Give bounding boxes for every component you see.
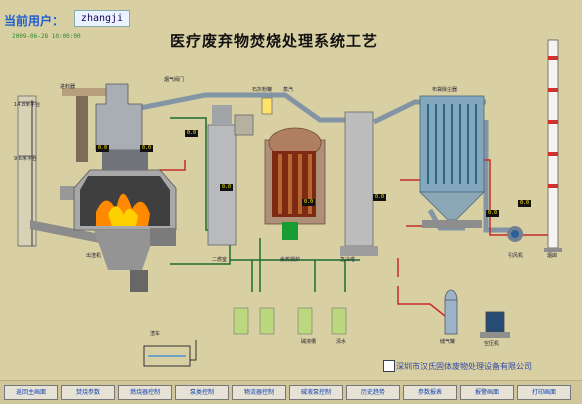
lime-tank-label: 石灰粉罐: [252, 87, 273, 93]
reading-4: 0.0: [220, 184, 234, 191]
fan-label: 引风机: [508, 253, 524, 259]
current-user-label: 当前用户：: [4, 14, 65, 28]
steam-label: 蒸汽: [283, 87, 294, 93]
quench-label: 急冷塔: [340, 257, 356, 263]
nav-history-trend-button[interactable]: 历史趋势: [346, 385, 400, 400]
boiler-label: 余热锅炉: [280, 257, 301, 263]
compressor-label: 空压机: [484, 341, 500, 347]
alkali-tank-label: 碱液槽: [301, 339, 317, 345]
water-tank-label: 清水: [336, 339, 347, 345]
reading-6: 0.0: [373, 194, 387, 201]
platform-label-middle: 9.6米平台: [14, 156, 37, 162]
bottom-nav: 返回主画面 焚烧参数 燃烧器控制 泵类控制 物流器控制 碱液泵控制 历史趋势 参…: [0, 380, 582, 404]
nav-print-button[interactable]: 打印画面: [517, 385, 571, 400]
nav-burner-control-button[interactable]: 燃烧器控制: [118, 385, 172, 400]
ash-label: 出渣机: [86, 253, 102, 259]
bag-filter-label: 布袋除尘器: [432, 87, 458, 93]
nav-pump-control-button[interactable]: 泵类控制: [175, 385, 229, 400]
slag-label: 渣车: [150, 331, 161, 337]
nav-burn-params-button[interactable]: 焚烧参数: [61, 385, 115, 400]
nav-alkali-pump-control-button[interactable]: 碱液泵控制: [289, 385, 343, 400]
reading-3: 0.0: [185, 130, 199, 137]
company-name: 深圳市汉氏固体废物处理设备有限公司: [396, 362, 532, 371]
nav-report-button[interactable]: 参数报表: [403, 385, 457, 400]
username-display: zhangji: [74, 10, 130, 27]
reading-7: 0.0: [486, 210, 500, 217]
nav-logistics-control-button[interactable]: 物流器控制: [232, 385, 286, 400]
reading-8: 0.0: [518, 200, 532, 207]
flue-valve-label: 烟气阀门: [164, 77, 185, 83]
platform-label-upper: 14.8米平台: [14, 102, 41, 108]
datetime-display: 2009-06-28 10:00:00: [12, 33, 81, 40]
gas-tank-label: 储气罐: [440, 339, 456, 345]
feed-label: 进料器: [60, 84, 76, 90]
reading-5: 0.0: [302, 199, 316, 206]
reading-1: 0.0: [96, 145, 110, 152]
nav-home-button[interactable]: 返回主画面: [4, 385, 58, 400]
page-title: 医疗废弃物焚烧处理系统工艺: [170, 32, 379, 50]
nav-alarm-button[interactable]: 报警画面: [460, 385, 514, 400]
company-logo-icon: [383, 360, 395, 372]
header: 当前用户： zhangji 2009-06-28 10:00:00 医疗废弃物焚…: [0, 0, 582, 50]
reading-2: 0.0: [140, 145, 154, 152]
stack-label: 烟囱: [547, 253, 558, 259]
second-combustion-label: 二燃室: [212, 257, 228, 263]
